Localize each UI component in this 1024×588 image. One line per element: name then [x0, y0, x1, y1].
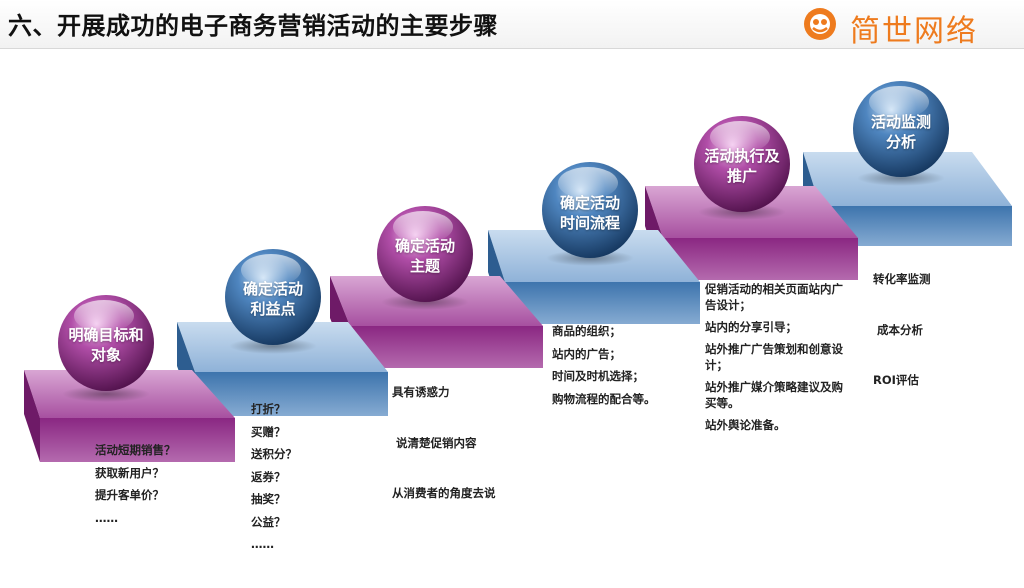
step-1-label-line-1: 明确目标和: [68, 326, 144, 344]
list-item: 抽奖？: [251, 492, 286, 506]
list-item: 提升客单价？: [95, 488, 164, 502]
step-ball-2: [225, 249, 321, 345]
step-2-items: 打折？ 买赠？ 送积分？ 返券？ 抽奖？ 公益？ ……: [251, 398, 297, 556]
list-item: 转化率监测: [873, 272, 931, 286]
step-4-items: 商品的组织； 站内的广告； 时间及时机选择； 购物流程的配合等。: [552, 320, 656, 410]
list-item: 获取新用户？: [95, 465, 164, 480]
step-1-label: 明确目标和 对象: [46, 325, 166, 365]
list-item: 促销活动的相关页面站内广告设计；: [705, 282, 843, 312]
list-item: 送积分？: [251, 447, 297, 461]
step-2-label: 确定活动 利益点: [213, 279, 333, 319]
step-5-label-line-1: 活动执行及: [704, 147, 780, 165]
list-item: 站内的广告；: [552, 346, 621, 361]
list-item: 返券？: [251, 469, 286, 484]
step-2-label-line-1: 确定活动: [242, 280, 303, 298]
step-5-label: 活动执行及 推广: [682, 146, 802, 186]
list-item: 站外推广广告策划和创意设计；: [705, 342, 843, 372]
step-ball-4: [542, 162, 638, 258]
list-item: 商品的组织；: [552, 324, 621, 338]
list-item: 购物流程的配合等。: [552, 391, 656, 406]
list-item: 时间及时机选择；: [552, 369, 644, 383]
step-1-items: 活动短期销售？ 获取新用户？ 提升客单价？ ……: [95, 439, 176, 529]
list-item: 说清楚促销内容: [392, 435, 477, 450]
step-4-label: 确定活动 时间流程: [530, 193, 650, 233]
step-ball-3: [377, 206, 473, 302]
step-3-label-line-2: 主题: [409, 257, 440, 275]
step-6-label-line-1: 活动监测: [870, 113, 931, 131]
page-title: 六、开展成功的电子商务营销活动的主要步骤: [8, 12, 498, 40]
step-3-label-line-1: 确定活动: [394, 237, 455, 255]
logo-mark-icon: [804, 8, 836, 40]
header-bar: 六、开展成功的电子商务营销活动的主要步骤 简世网络: [0, 0, 1024, 49]
step-4-label-line-2: 时间流程: [559, 214, 620, 232]
step-6-label: 活动监测 分析: [841, 112, 961, 152]
list-item: ROI评估: [873, 373, 919, 387]
list-item: 活动短期销售？: [95, 443, 176, 457]
list-item: 站内的分享引导；: [705, 320, 797, 334]
step-1-label-line-2: 对象: [90, 346, 121, 364]
step-4-label-line-1: 确定活动: [559, 194, 620, 212]
step-3-items: 具有诱惑力 说清楚促销内容 从消费者的角度去说: [392, 353, 496, 519]
logo-text: 简世网络: [850, 14, 978, 49]
list-item: ……: [251, 537, 274, 551]
list-item: 公益？: [251, 514, 286, 529]
list-item: 打折？: [251, 402, 286, 416]
list-item: 站外舆论准备。: [705, 418, 786, 432]
step-5-items: 促销活动的相关页面站内广告设计； 站内的分享引导； 站外推广广告策划和创意设计；…: [705, 281, 845, 439]
step-6-label-line-2: 分析: [885, 133, 916, 151]
list-item: ……: [95, 510, 118, 525]
step-ball-6: [853, 81, 949, 177]
step-ball-5: [694, 116, 790, 212]
step-6-items: 转化率监测 成本分析 ROI评估: [873, 240, 931, 406]
step-3-label: 确定活动 主题: [365, 236, 485, 276]
step-5-label-line-2: 推广: [726, 167, 757, 185]
step-ball-1: [58, 295, 154, 391]
step-2-label-line-2: 利益点: [250, 300, 296, 318]
list-item: 从消费者的角度去说: [392, 486, 496, 500]
list-item: 买赠？: [251, 424, 286, 439]
list-item: 成本分析: [873, 322, 924, 337]
list-item: 具有诱惑力: [392, 385, 450, 399]
list-item: 站外推广媒介策略建议及购买等。: [705, 380, 843, 410]
